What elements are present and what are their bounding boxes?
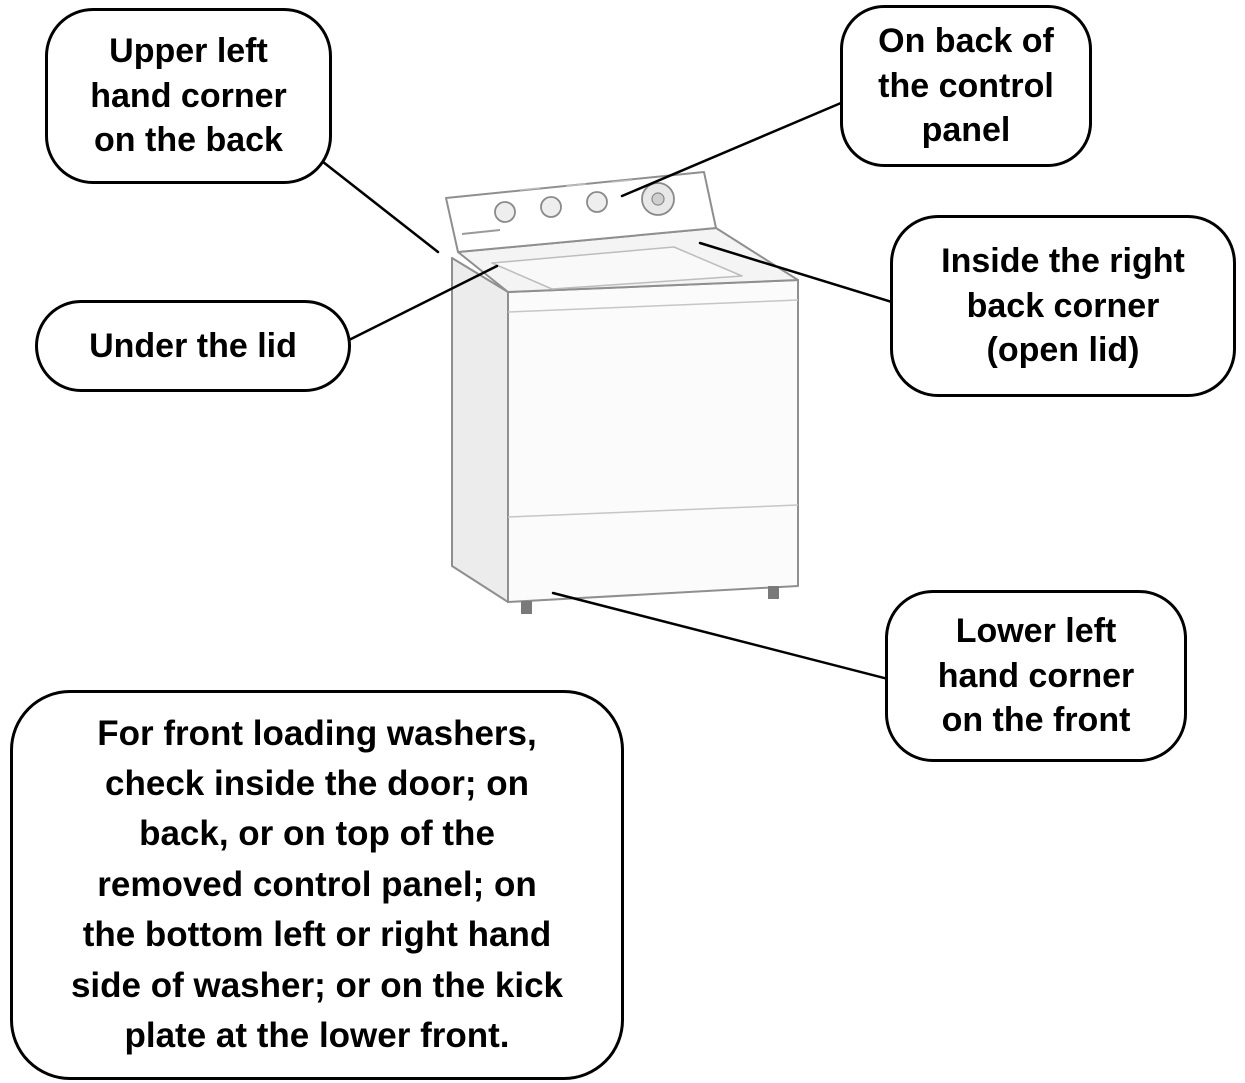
callout-back-of-control-panel-text: On back of the control panel [878,21,1054,150]
front-top-seam [507,299,799,313]
connector-line-lower-left-front [551,591,894,682]
knob-icon [586,191,608,213]
callout-inside-right-back-corner-text: Inside the right back corner (open lid) [941,241,1185,370]
washer-left-side [451,257,509,603]
washer-illustration [445,171,799,614]
panel-tick [519,187,541,191]
washer-foot [768,586,779,599]
washer-lid [491,246,743,290]
callout-lower-left-front-text: Lower left hand corner on the front [937,611,1135,740]
connector-lines [316,98,897,682]
callout-inside-right-back-corner: Inside the right back corner (open lid) [890,215,1236,397]
knob-icon [494,201,516,223]
callout-upper-left-back-text: Upper left hand corner on the back [90,31,287,160]
callout-back-of-control-panel: On back of the control panel [840,5,1092,167]
panel-tick [611,179,633,183]
callout-front-loading-washers-note: For front loading washers, check inside … [10,690,624,1080]
connector-line-inside-right-back-corner [698,241,897,305]
callout-upper-left-back: Upper left hand corner on the back [45,8,332,184]
panel-tick [461,229,501,235]
callout-front-loading-washers-note-text: For front loading washers, check inside … [70,713,564,1055]
connector-line-back-of-control-panel [620,98,850,198]
callout-under-the-lid: Under the lid [35,300,351,392]
washer-front-panel [507,279,799,603]
connector-line-upper-left-back [316,156,440,254]
knob-icon [540,196,562,218]
washer-foot [521,601,532,614]
timer-dial-center-icon [651,192,665,206]
callout-lower-left-front: Lower left hand corner on the front [885,590,1187,762]
panel-tick [565,183,587,187]
kick-plate-seam [507,504,799,518]
callout-under-the-lid-text: Under the lid [89,326,297,365]
connector-line-under-the-lid [343,264,499,344]
